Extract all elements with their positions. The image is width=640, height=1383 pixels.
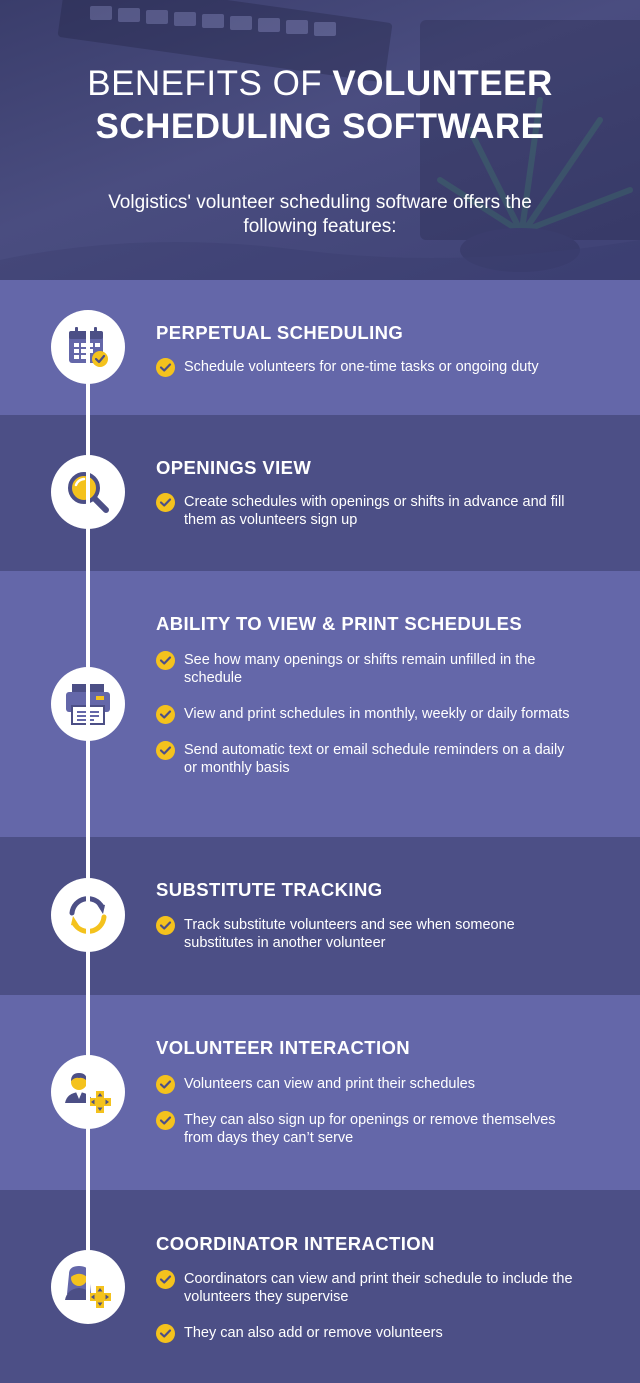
- list-item-text: They can also add or remove volunteers: [184, 1325, 443, 1341]
- list-item-text: Coordinators can view and print their sc…: [184, 1271, 573, 1305]
- list-item-text: Volunteers can view and print their sche…: [184, 1076, 475, 1092]
- section-perpetual-scheduling: PERPETUAL SCHEDULING Schedule volunteers…: [0, 280, 640, 415]
- list-item: See how many openings or shifts remain u…: [156, 651, 576, 687]
- list-item: Send automatic text or email schedule re…: [156, 741, 576, 777]
- list-item: Schedule volunteers for one-time tasks o…: [156, 358, 596, 377]
- list-item-text: They can also sign up for openings or re…: [184, 1112, 556, 1146]
- list-item: Track substitute volunteers and see when…: [156, 916, 576, 952]
- check-icon: [156, 493, 175, 512]
- title-light: BENEFITS OF: [87, 64, 333, 103]
- header: BENEFITS OF VOLUNTEER SCHEDULING SOFTWAR…: [0, 0, 640, 280]
- list-item: Coordinators can view and print their sc…: [156, 1270, 576, 1306]
- section-coordinator-interaction: COORDINATOR INTERACTION Coordinators can…: [0, 1190, 640, 1383]
- check-icon: [156, 1324, 175, 1343]
- feature-list: Schedule volunteers for one-time tasks o…: [156, 358, 596, 394]
- list-item: Create schedules with openings or shifts…: [156, 493, 576, 529]
- feature-sections: PERPETUAL SCHEDULING Schedule volunteers…: [0, 280, 640, 1383]
- section-view-print-schedules: ABILITY TO VIEW & PRINT SCHEDULES See ho…: [0, 571, 640, 837]
- feature-list: Track substitute volunteers and see when…: [156, 916, 576, 970]
- list-item-text: See how many openings or shifts remain u…: [184, 652, 536, 686]
- section-title: ABILITY TO VIEW & PRINT SCHEDULES: [156, 613, 523, 634]
- section-substitute-tracking: SUBSTITUTE TRACKING Track substitute vol…: [0, 837, 640, 995]
- section-title: VOLUNTEER INTERACTION: [156, 1037, 411, 1058]
- check-icon: [156, 1075, 175, 1094]
- section-title: SUBSTITUTE TRACKING: [156, 879, 383, 900]
- section-volunteer-interaction: VOLUNTEER INTERACTION Volunteers can vie…: [0, 995, 640, 1190]
- feature-list: Volunteers can view and print their sche…: [156, 1075, 576, 1165]
- section-title: OPENINGS VIEW: [156, 457, 312, 478]
- check-icon: [156, 1270, 175, 1289]
- list-item-text: View and print schedules in monthly, wee…: [184, 706, 570, 722]
- list-item: Volunteers can view and print their sche…: [156, 1075, 576, 1094]
- check-icon: [156, 916, 175, 935]
- list-item: View and print schedules in monthly, wee…: [156, 705, 576, 724]
- page-subtitle: Volgistics' volunteer scheduling softwar…: [108, 192, 532, 237]
- title-bold-1: VOLUNTEER: [332, 64, 553, 103]
- background-photo: [0, 0, 640, 280]
- feature-list: Coordinators can view and print their sc…: [156, 1270, 576, 1360]
- feature-list: See how many openings or shifts remain u…: [156, 651, 576, 795]
- list-item: They can also add or remove volunteers: [156, 1324, 576, 1343]
- list-item-text: Track substitute volunteers and see when…: [184, 917, 515, 951]
- check-icon: [156, 741, 175, 760]
- timeline-line: [86, 320, 90, 1310]
- section-openings-view: OPENINGS VIEW Create schedules with open…: [0, 415, 640, 571]
- list-item-text: Create schedules with openings or shifts…: [184, 494, 565, 528]
- check-icon: [156, 358, 175, 377]
- list-item-text: Send automatic text or email schedule re…: [184, 742, 565, 776]
- check-icon: [156, 705, 175, 724]
- list-item-text: Schedule volunteers for one-time tasks o…: [184, 359, 539, 375]
- check-icon: [156, 1111, 175, 1130]
- section-title: COORDINATOR INTERACTION: [156, 1233, 435, 1254]
- page-title: BENEFITS OF VOLUNTEER SCHEDULING SOFTWAR…: [0, 62, 640, 148]
- section-title: PERPETUAL SCHEDULING: [156, 322, 404, 343]
- check-icon: [156, 651, 175, 670]
- title-bold-2: SCHEDULING SOFTWARE: [95, 107, 545, 146]
- feature-list: Create schedules with openings or shifts…: [156, 493, 576, 547]
- list-item: They can also sign up for openings or re…: [156, 1111, 576, 1147]
